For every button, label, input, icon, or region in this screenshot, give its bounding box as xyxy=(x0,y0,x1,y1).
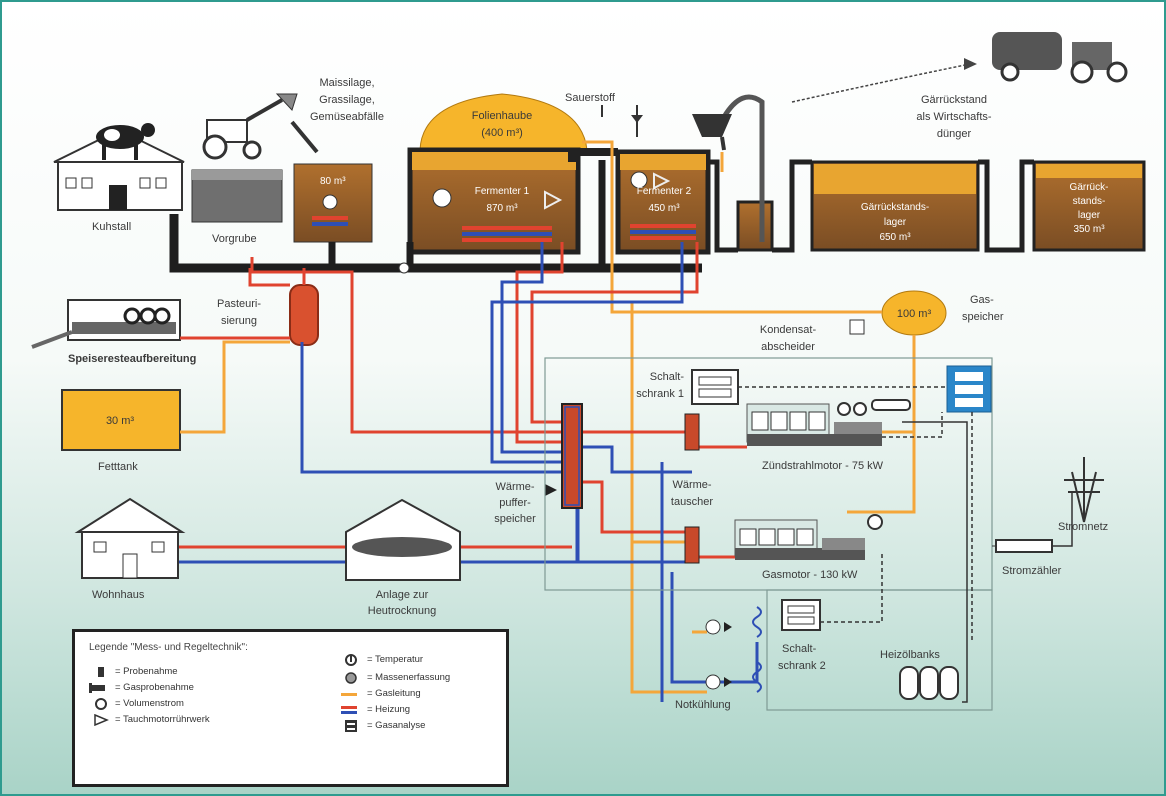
kuhstall-label: Kuhstall xyxy=(92,221,131,233)
legend-heizung: = Heizung xyxy=(367,704,411,715)
schaltschrank-2 xyxy=(781,599,821,631)
legend-gasanalyse: = Gasanalyse xyxy=(367,720,426,731)
wohnhaus-building xyxy=(74,497,186,579)
gaerrestlager-2-volume: 350 m³ xyxy=(1073,224,1105,235)
schaltschrank-2-label-1: Schalt- xyxy=(782,643,817,655)
gaerrueckstand-label-2: als Wirtschafts- xyxy=(916,111,992,123)
kondensat-icon xyxy=(849,319,865,335)
stromzaehler xyxy=(995,539,1053,553)
gaerrestlager-1-volume: 650 m³ xyxy=(879,232,911,243)
waermepuffer-label-3: speicher xyxy=(494,513,536,525)
wohnhaus-label: Wohnhaus xyxy=(92,589,145,601)
power-pylon-icon xyxy=(1064,457,1104,523)
heutrocknung-label-2: Heutrocknung xyxy=(368,605,437,617)
heizung-swatch xyxy=(341,706,357,714)
silage-label-2: Grassilage, xyxy=(319,94,375,106)
foliehaube-label-1: Folienhaube xyxy=(472,110,533,122)
schaltschrank-2-label-2: schrank 2 xyxy=(778,660,826,672)
silage-label-3: Gemüseabfälle xyxy=(310,111,384,123)
heizoelbank-label: Heizölbanks xyxy=(880,649,940,661)
foliehaube-dome xyxy=(419,93,588,151)
notkuehlung-label: Notkühlung xyxy=(675,699,731,711)
kuhstall-building xyxy=(53,128,185,211)
volumenstrom-icon xyxy=(95,698,107,710)
tractor-trailer-icon xyxy=(992,32,1128,84)
tauchmotorruehrwerk-icon xyxy=(94,714,109,726)
legend-probenahme: = Probenahme xyxy=(115,666,178,677)
waermepuffer-label-1: Wärme- xyxy=(495,481,534,493)
waermetauscher-label-2: tauscher xyxy=(671,496,714,508)
probenahme-icon xyxy=(98,667,104,677)
legend-title: Legende "Mess- und Regeltechnik": xyxy=(89,642,248,653)
gaerrestlager-2-label-2: stands- xyxy=(1073,196,1106,207)
fermenter-2-label: Fermenter 2 xyxy=(637,186,692,197)
heutrocknung-label-1: Anlage zur xyxy=(376,589,429,601)
fetttank xyxy=(61,389,181,451)
gaerrueckstand-label-1: Gärrückstand xyxy=(921,94,987,106)
pasteurisierung-tank xyxy=(289,284,319,346)
fermenter-1-label: Fermenter 1 xyxy=(475,186,530,197)
temperatur-icon xyxy=(345,654,357,666)
fetttank-volume: 30 m³ xyxy=(106,415,134,427)
legend-box: Legende "Mess- und Regeltechnik": = Prob… xyxy=(72,629,509,787)
massenerfassung-icon xyxy=(345,672,357,684)
gasleitung-swatch xyxy=(341,693,357,696)
waermetauscher-1 xyxy=(684,413,700,451)
kondensat-label-1: Kondensat- xyxy=(760,324,817,336)
vorgrube-label: Vorgrube xyxy=(212,233,257,245)
cow-icon xyxy=(96,123,155,160)
schaltschrank-1-label-1: Schalt- xyxy=(650,371,685,383)
waermepuffer-tank xyxy=(561,403,583,509)
tractor-icon xyxy=(202,93,319,160)
heutrocknung-building xyxy=(345,498,461,581)
schaltschrank-1-label-2: schrank 1 xyxy=(636,388,684,400)
gaerrueckstand-label-3: dünger xyxy=(937,128,972,140)
waermetauscher-2 xyxy=(684,526,700,564)
waermepuffer-label-2: puffer- xyxy=(499,497,531,509)
gaerrestlager-2-label-1: Gärrück- xyxy=(1070,182,1109,193)
pasteurisierung-label-2: sierung xyxy=(221,315,257,327)
sauerstoff-label: Sauerstoff xyxy=(565,92,616,104)
waermetauscher-label-1: Wärme- xyxy=(672,479,711,491)
zuendstrahlmotor-label: Zündstrahlmotor - 75 kW xyxy=(762,460,884,472)
gasprobenahme-icon xyxy=(89,683,105,693)
gasspeicher-label-1: Gas- xyxy=(970,294,994,306)
fermenter-1-motor-icon xyxy=(432,188,452,208)
fermenter-2-volume: 450 m³ xyxy=(648,203,680,214)
kondensat-label-2: abscheider xyxy=(761,341,815,353)
foliehaube-label-2: (400 m³) xyxy=(481,127,523,139)
pasteurisierung-label-1: Pasteuri- xyxy=(217,298,261,310)
notkuehlung-pump-1 xyxy=(705,619,721,635)
legend-massenerfassung: = Massenerfassung xyxy=(367,672,451,683)
gaerrestlager-2-label-3: lager xyxy=(1078,210,1101,221)
gaerrestlager-1-label-1: Gärrückstands- xyxy=(861,202,929,213)
gaerrestlager-1-label-2: lager xyxy=(884,217,907,228)
mixer-icon xyxy=(322,194,338,210)
legend-tauchmotor: = Tauchmotorrührwerk xyxy=(115,714,210,725)
gasspeicher-volume: 100 m³ xyxy=(897,308,932,320)
gasanalyse-icon xyxy=(345,720,357,732)
gasspeicher-label-2: speicher xyxy=(962,311,1004,323)
legend-gasprobenahme: = Gasprobenahme xyxy=(115,682,194,693)
silage-label-1: Maissilage, xyxy=(319,77,374,89)
speisereste-label: Speiseresteaufbereitung xyxy=(68,353,196,365)
stromnetz-label: Stromnetz xyxy=(1058,521,1108,533)
stromzaehler-label: Stromzähler xyxy=(1002,565,1062,577)
notkuehlung-pump-2 xyxy=(705,674,721,690)
schaltschrank-1 xyxy=(691,369,739,405)
fetttank-label: Fetttank xyxy=(98,461,138,473)
vorbehaelter-volume: 80 m³ xyxy=(320,176,346,187)
gasmotor-label: Gasmotor - 130 kW xyxy=(762,569,858,581)
substrate-pipe xyxy=(169,214,702,273)
legend-gasleitung: = Gasleitung xyxy=(367,688,421,699)
fermenter-1-volume: 870 m³ xyxy=(486,203,518,214)
legend-temperatur: = Temperatur xyxy=(367,654,424,665)
legend-volumenstrom: = Volumenstrom xyxy=(115,698,184,709)
stirrer-icon xyxy=(544,190,563,210)
heizoelbank-tanks xyxy=(899,666,959,700)
